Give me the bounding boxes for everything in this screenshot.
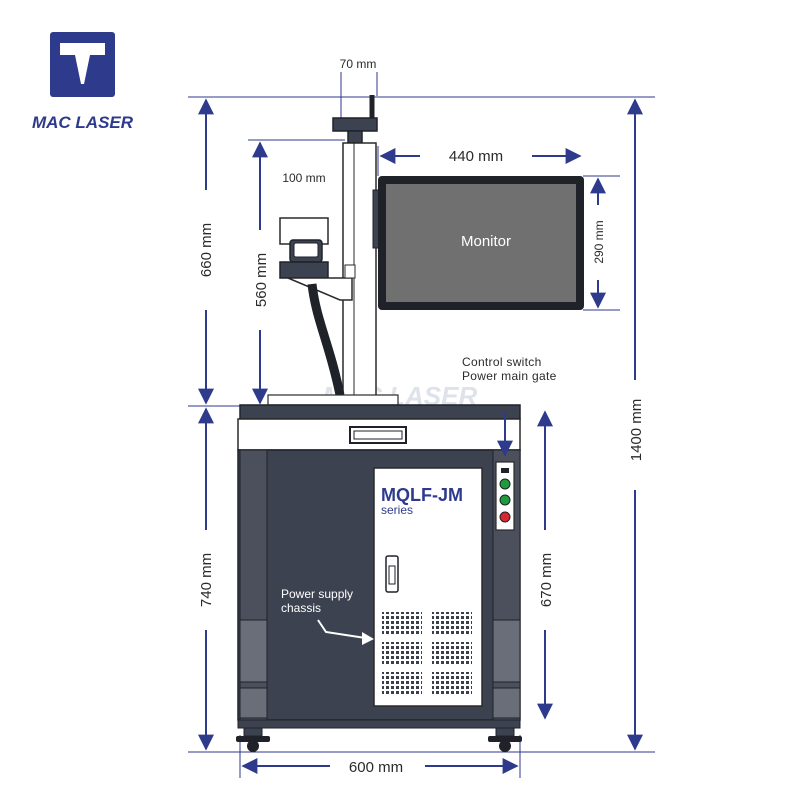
dim-740-label: 740 mm	[198, 553, 215, 607]
dim-100-label: 100 mm	[282, 171, 325, 185]
dimension-740: 740 mm	[198, 407, 215, 751]
series-label: series	[381, 503, 413, 517]
brand-logo: MAC LASER	[32, 32, 134, 132]
monitor: Monitor	[372, 176, 584, 310]
control-switch-label: Control switch	[462, 355, 542, 369]
dim-670-label: 670 mm	[538, 553, 555, 607]
laser-head-icon	[60, 43, 105, 84]
vent-grille	[382, 672, 422, 694]
green-button	[499, 478, 511, 490]
dimension-440: 440 mm	[379, 148, 582, 165]
dim-290-label: 290 mm	[592, 220, 606, 263]
work-table	[239, 394, 521, 420]
brand-name: MAC LASER	[32, 113, 134, 132]
vent-grille	[432, 672, 472, 694]
dimension-1400: 1400 mm	[627, 98, 645, 751]
power-gate-label: Power main gate	[462, 369, 557, 383]
power-key-icon	[501, 468, 509, 473]
vent-grille	[432, 612, 472, 634]
dimension-670: 670 mm	[537, 410, 555, 720]
power-supply-door: MQLF-JM series	[373, 467, 483, 707]
psu-pointer-arrow	[317, 619, 373, 640]
laser-head	[279, 217, 356, 396]
green-button	[499, 494, 511, 506]
vent-grille	[382, 642, 422, 664]
psu-label-line1: Power supply	[281, 587, 353, 601]
dim-660-label: 660 mm	[198, 223, 215, 277]
dim-1400-label: 1400 mm	[628, 399, 645, 462]
model-label: MQLF-JM	[381, 485, 463, 505]
extension-lines	[188, 72, 655, 778]
dim-70-label: 70 mm	[340, 57, 377, 71]
dim-560-label: 560 mm	[253, 253, 270, 307]
vent-grille	[432, 642, 472, 664]
vent-grille	[382, 612, 422, 634]
red-button	[499, 511, 511, 523]
casters	[236, 719, 522, 752]
dimension-660: 660 mm	[198, 98, 215, 405]
column-top-mount	[332, 95, 378, 144]
dimension-600: 600 mm	[241, 758, 519, 776]
psu-label-line2: chassis	[281, 601, 321, 615]
dimension-560: 560 mm	[252, 141, 270, 405]
dim-440-label: 440 mm	[449, 148, 503, 165]
control-panel	[495, 412, 515, 531]
dimension-290: 290 mm	[590, 177, 606, 309]
monitor-label: Monitor	[461, 233, 511, 250]
dim-600-label: 600 mm	[349, 759, 403, 776]
